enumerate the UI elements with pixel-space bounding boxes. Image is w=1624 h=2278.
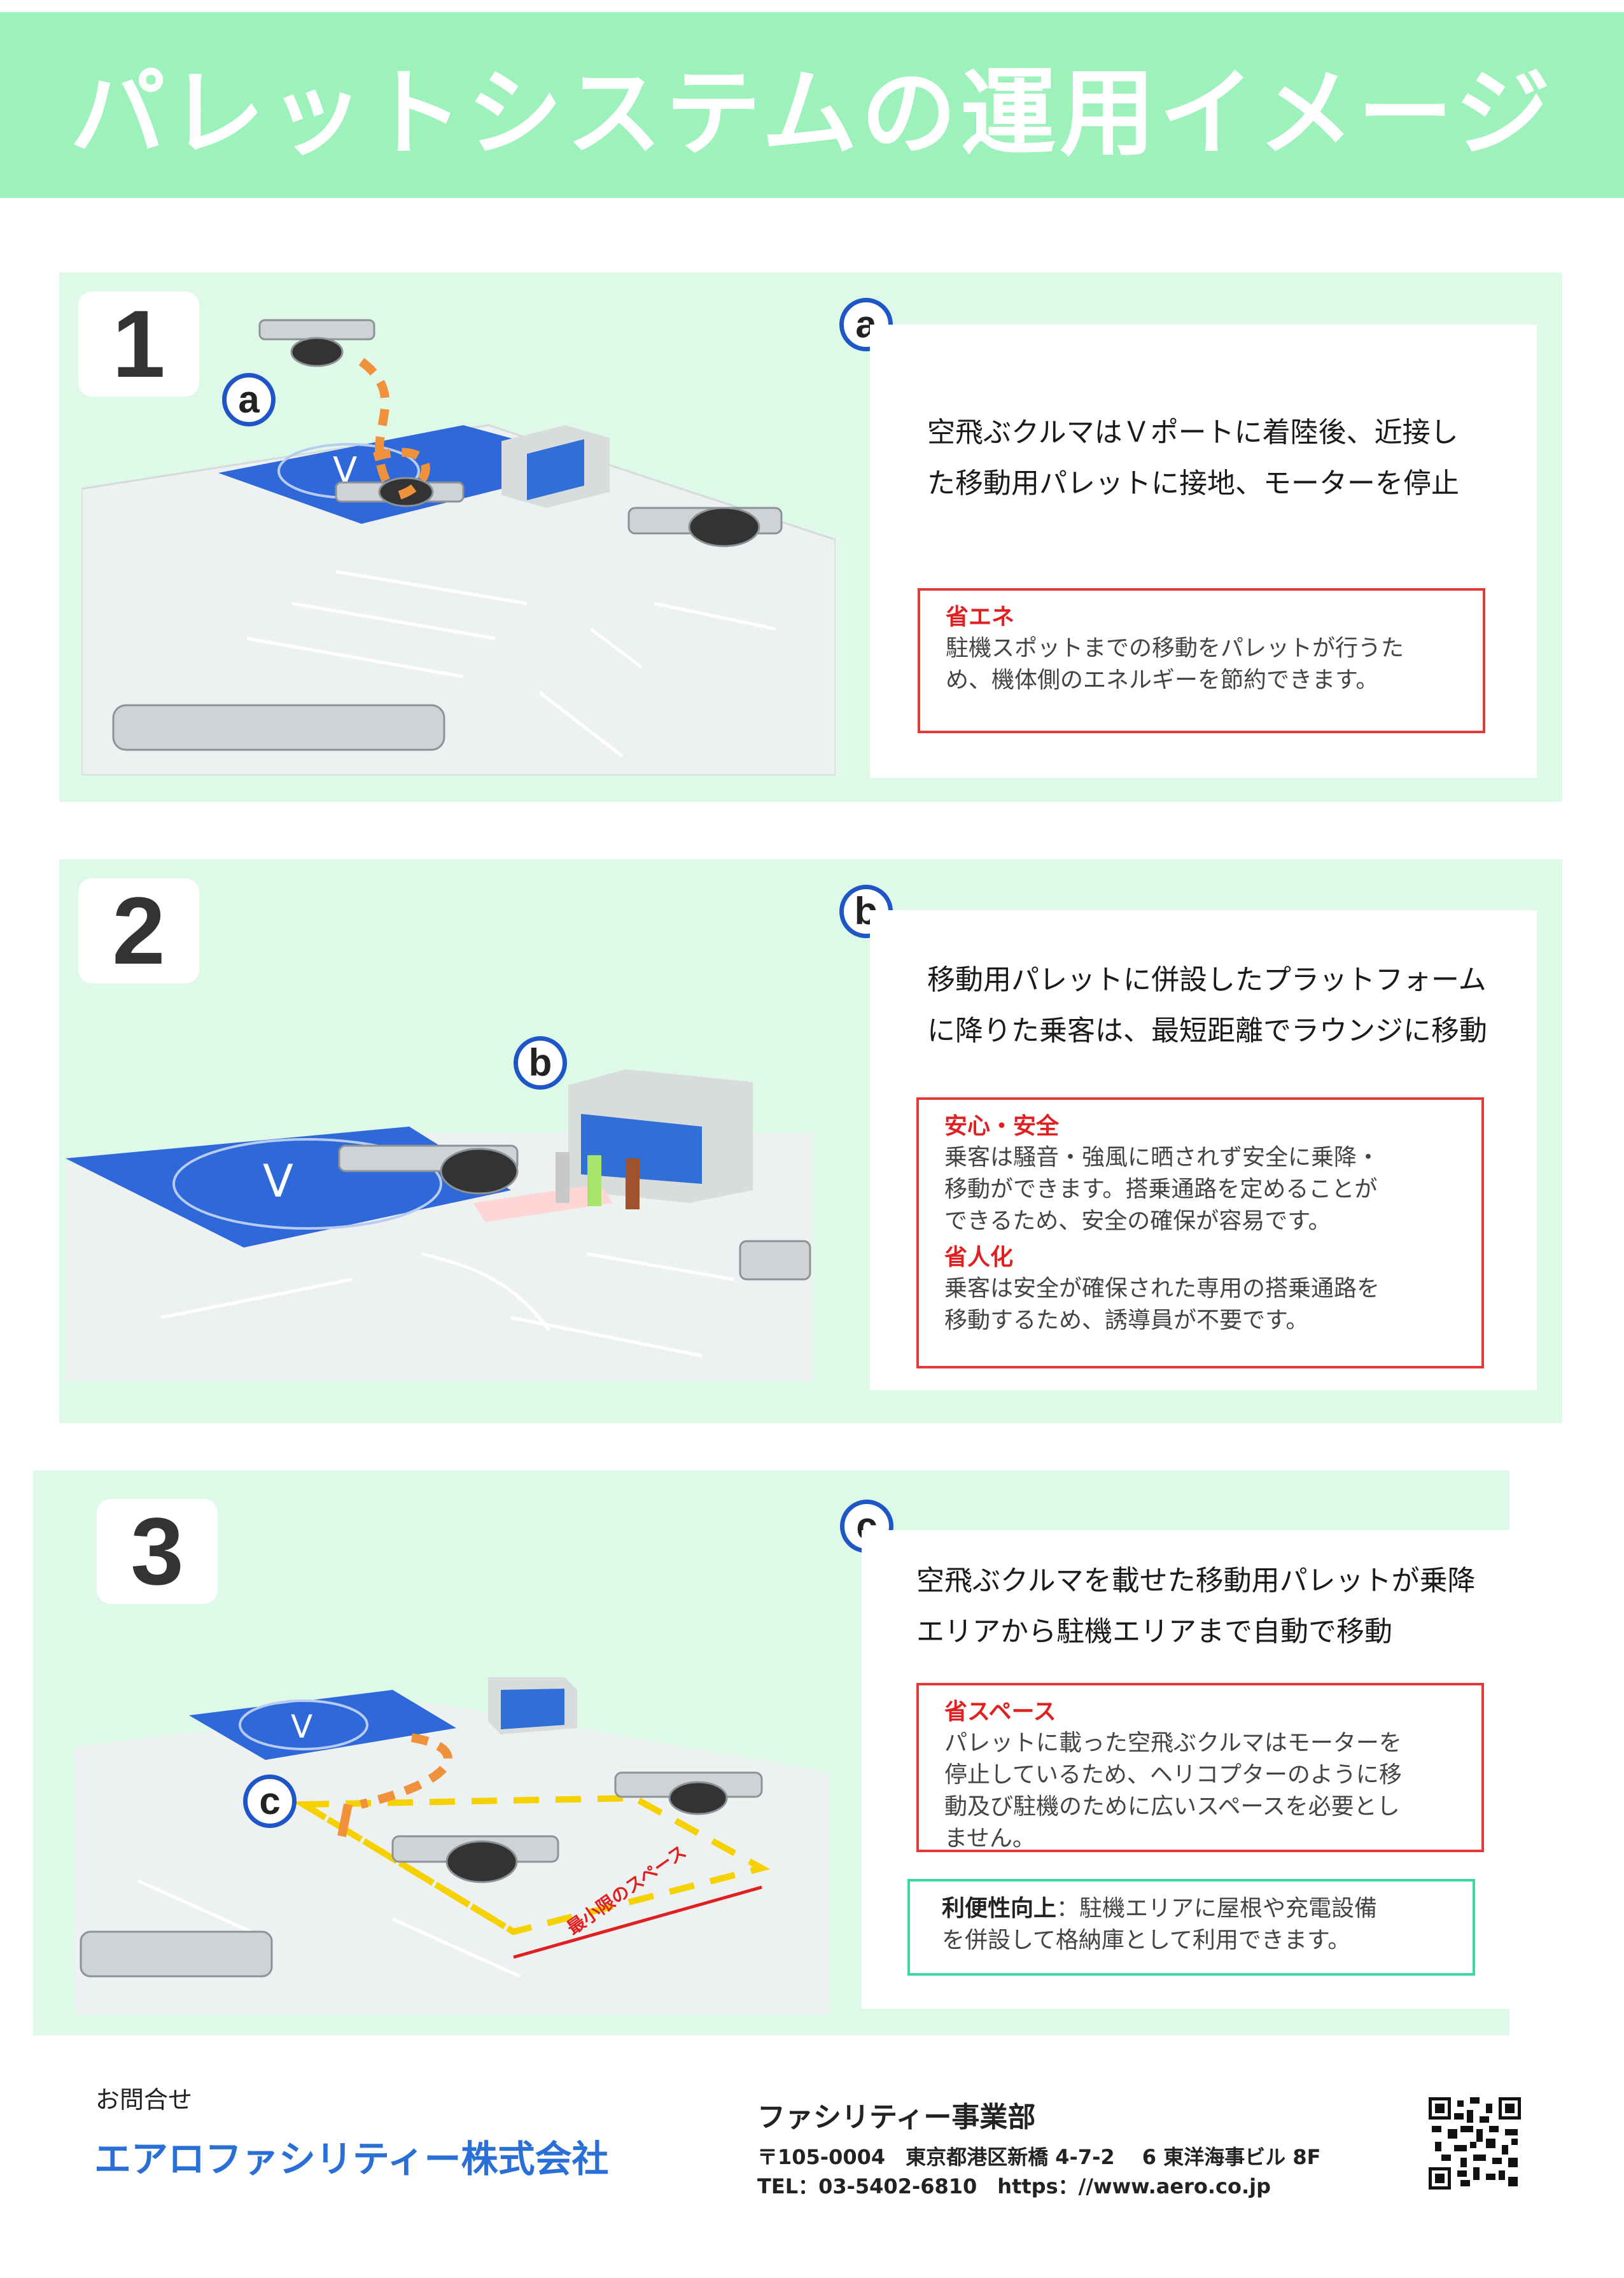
- note-body-line: ません。: [944, 1825, 1035, 1852]
- note-body-line: 駐機スポットまでの移動をパレットが行うた: [946, 635, 1404, 661]
- note-body-line: パレットに載った空飛ぶクルマはモーターを: [944, 1730, 1402, 1756]
- note-body-line: を併設して格納庫として利用できます。: [942, 1927, 1351, 1953]
- main-description: 空飛ぶクルマを載せた移動用パレットが乗降 エリアから駐機エリアまで自動で移動: [916, 1556, 1476, 1657]
- note-body-line: 停止しているため、ヘリコプターのように移: [944, 1762, 1402, 1788]
- contact-label: お問合せ: [95, 2086, 193, 2114]
- main-line: 移動用パレットに併設したプラットフォーム: [927, 964, 1487, 996]
- qr-code-icon: [1429, 2097, 1521, 2190]
- note-head: 安心・安全: [944, 1113, 1060, 1139]
- main-line: 空飛ぶクルマを載せた移動用パレットが乗降: [916, 1564, 1476, 1597]
- main-line: た移動用パレットに接地、モーターを停止: [927, 467, 1459, 500]
- main-line: に降りた乗客は、最短距離でラウンジに移動: [927, 1015, 1487, 1047]
- main-description: 移動用パレットに併設したプラットフォーム に降りた乗客は、最短距離でラウンジに移…: [927, 955, 1487, 1057]
- scene-illustration: V: [81, 272, 836, 775]
- main-line: エリアから駐機エリアまで自動で移動: [916, 1615, 1392, 1648]
- note-separator: ：: [1056, 1895, 1080, 1922]
- scene-illustration: V: [74, 1677, 829, 2014]
- scene-illustration: V: [66, 923, 813, 1381]
- note-convenience: 利便性向上：駐機エリアに屋根や充電設備 を併設して格納庫として利用できます。: [907, 1879, 1475, 1976]
- main-line: 空飛ぶクルマはＶポートに着陸後、近接し: [927, 416, 1459, 449]
- company-name: エアロファシリティー株式会社: [94, 2137, 609, 2181]
- department-name: ファシリティー事業部: [757, 2101, 1036, 2134]
- svg-text:V: V: [291, 1708, 312, 1745]
- scene-badge: c: [243, 1775, 297, 1828]
- note-body-text: 駐機エリアに屋根や充電設備: [1079, 1895, 1378, 1922]
- section-number: 1: [78, 290, 199, 397]
- note-head: 省人化: [944, 1244, 1014, 1270]
- note-body-line: 乗客は安全が確保された専用の搭乗通路を: [944, 1276, 1380, 1302]
- note-body-line: 移動ができます。搭乗通路を定めることが: [944, 1176, 1378, 1202]
- note-safety: 安心・安全 乗客は騒音・強風に晒されず安全に乗降・ 移動ができます。搭乗通路を定…: [916, 1097, 1484, 1368]
- section-2: 2 V: [59, 859, 1562, 1423]
- page-title: パレットシステムの運用イメージ: [69, 58, 1555, 169]
- section-1: 1 V: [59, 272, 1562, 802]
- section-3: 3 V: [33, 1470, 1530, 2035]
- note-body-line: め、機体側のエネルギーを節約できます。: [946, 667, 1379, 693]
- note-body-line: できるため、安全の確保が容易です。: [944, 1208, 1331, 1234]
- scene-badge: a: [222, 373, 276, 426]
- svg-text:V: V: [263, 1155, 293, 1207]
- section-number: 2: [78, 877, 199, 984]
- title-band: パレットシステムの運用イメージ: [0, 12, 1624, 198]
- info-card: 空飛ぶクルマを載せた移動用パレットが乗降 エリアから駐機エリアまで自動で移動 省…: [862, 1530, 1530, 2009]
- note-body-line: 乗客は騒音・強風に晒されず安全に乗降・: [944, 1144, 1380, 1171]
- scene-badge: b: [514, 1036, 567, 1090]
- note-head: 省スペース: [944, 1699, 1056, 1725]
- info-card: 空飛ぶクルマはＶポートに着陸後、近接し た移動用パレットに接地、モーターを停止 …: [870, 325, 1537, 778]
- address: 〒105-0004 東京都港区新橋 4-7-2 6 東洋海事ビル 8F: [757, 2145, 1321, 2169]
- note-space: 省スペース パレットに載った空飛ぶクルマはモーターを 停止しているため、ヘリコプ…: [916, 1683, 1484, 1852]
- note-body-line: 利便性向上：駐機エリアに屋根や充電設備: [942, 1893, 1441, 1925]
- info-card: 移動用パレットに併設したプラットフォーム に降りた乗客は、最短距離でラウンジに移…: [870, 910, 1537, 1390]
- contact-info: TEL：03-5402-6810 https：//www.aero.co.jp: [757, 2174, 1271, 2198]
- main-description: 空飛ぶクルマはＶポートに着陸後、近接し た移動用パレットに接地、モーターを停止: [927, 407, 1459, 509]
- note-energy: 省エネ 駐機スポットまでの移動をパレットが行うた め、機体側のエネルギーを節約で…: [918, 588, 1485, 733]
- note-head: 省エネ: [946, 604, 1015, 630]
- note-head: 利便性向上: [942, 1895, 1057, 1922]
- section-number: 3: [97, 1498, 218, 1605]
- note-body-line: 移動するため、誘導員が不要です。: [944, 1307, 1309, 1333]
- note-body-line: 動及び駐機のために広いスペースを必要とし: [944, 1794, 1400, 1820]
